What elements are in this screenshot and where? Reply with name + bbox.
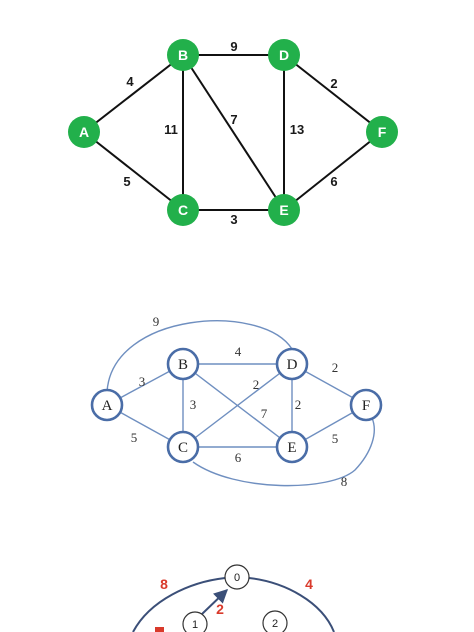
graph-1-weight-d-f: 2 xyxy=(330,76,337,91)
graph-2-weight-a-c: 5 xyxy=(131,430,138,445)
graph-1: 4 5 11 9 7 3 13 2 6 A B C xyxy=(68,39,398,227)
graph-1-weight-b-e: 7 xyxy=(230,112,237,127)
graph-3-node-1: 1 xyxy=(182,611,208,632)
graph-1-weight-c-e: 3 xyxy=(230,212,237,227)
graph-1-node-d-label: D xyxy=(279,47,289,63)
graph-2-weight-a-b: 3 xyxy=(139,374,146,389)
graph-2-node-c: C xyxy=(166,430,200,464)
graph-1-weight-b-d: 9 xyxy=(230,39,237,54)
graph-3: 8 4 2 0 1 2 xyxy=(132,564,335,632)
graph-1-node-f: F xyxy=(366,116,398,148)
graph-1-node-b-label: B xyxy=(178,47,188,63)
graph-1-edge-a-c xyxy=(83,131,184,211)
graph-1-node-a: A xyxy=(68,116,100,148)
graph-2-node-e-label: E xyxy=(287,440,296,456)
graph-2-node-c-label: C xyxy=(178,440,188,456)
graph-2-weight-a-d: 9 xyxy=(153,314,160,329)
graph-2-node-e: E xyxy=(275,430,309,464)
graph-2-node-d: D xyxy=(275,347,309,381)
graph-3-edge-left-arc xyxy=(132,577,226,632)
graph-1-weight-a-b: 4 xyxy=(126,74,134,89)
graph-2-node-a-label: A xyxy=(102,398,113,414)
graph-3-node-1-label: 1 xyxy=(192,619,198,631)
graph-2: 9 3 5 4 3 7 2 2 2 6 5 8 A B C xyxy=(90,314,383,489)
graph-1-edge-b-e xyxy=(182,54,285,211)
graph-2-weight-d-f: 2 xyxy=(332,360,339,375)
graph-2-weight-c-e: 6 xyxy=(235,450,242,465)
graph-1-node-e-label: E xyxy=(279,202,288,218)
graph-3-edge-1-0 xyxy=(201,589,229,615)
graph-2-weight-c-f: 8 xyxy=(341,474,348,489)
graph-1-weight-a-c: 5 xyxy=(123,174,130,189)
graph-1-weight-d-e: 13 xyxy=(290,122,304,137)
graph-1-node-b: B xyxy=(167,39,199,71)
graph-2-node-a: A xyxy=(90,388,124,422)
graph-1-weight-b-c: 11 xyxy=(164,122,178,137)
graph-1-node-c-label: C xyxy=(178,202,188,218)
graph-2-node-f: F xyxy=(349,388,383,422)
graph-2-node-f-label: F xyxy=(362,398,370,414)
graph-2-edge-c-d xyxy=(182,363,293,448)
graph-3-edge-right-arc xyxy=(248,577,335,632)
graph-1-weight-e-f: 6 xyxy=(330,174,337,189)
graph-1-edge-e-f xyxy=(283,131,383,211)
graph-3-node-0: 0 xyxy=(224,564,250,590)
graph-3-node-0-label: 0 xyxy=(234,572,240,584)
graph-3-node-2-label: 2 xyxy=(272,618,278,630)
graph-3-nodes: 0 1 2 xyxy=(182,564,288,632)
graph-1-node-e: E xyxy=(268,194,300,226)
graph-2-weight-b-e: 7 xyxy=(261,406,268,421)
graph-2-weight-b-c: 3 xyxy=(190,397,197,412)
graph-1-edge-d-f xyxy=(283,54,383,133)
graph-1-node-f-label: F xyxy=(378,124,387,140)
graph-2-weights: 9 3 5 4 3 7 2 2 2 6 5 8 xyxy=(131,314,348,489)
graph-2-nodes: A B C D E F xyxy=(90,347,383,464)
graph-2-edge-c-f xyxy=(192,417,375,487)
graph-3-weight-1-0: 2 xyxy=(216,601,224,617)
graph-2-weight-c-d: 2 xyxy=(253,377,260,392)
graph-1-node-a-label: A xyxy=(79,124,89,140)
graph-2-weight-e-f: 5 xyxy=(332,431,339,446)
graph-1-node-d: D xyxy=(268,39,300,71)
graph-3-node-2: 2 xyxy=(262,610,288,632)
graph-2-node-d-label: D xyxy=(287,357,298,373)
graph-2-node-b-label: B xyxy=(178,357,188,373)
graph-2-weight-d-e: 2 xyxy=(295,397,302,412)
graph-3-weight-right: 4 xyxy=(305,576,313,592)
graph-1-nodes: A B C D E F xyxy=(68,39,398,226)
graph-3-weight-partial-left xyxy=(155,627,164,632)
graph-1-weights: 4 5 11 9 7 3 13 2 6 xyxy=(123,39,337,227)
graph-1-edges xyxy=(83,54,383,211)
graph-2-edge-a-d xyxy=(106,320,293,393)
graph-1-node-c: C xyxy=(167,194,199,226)
graph-3-weight-left: 8 xyxy=(160,576,168,592)
graph-3-weights: 8 4 2 xyxy=(155,576,313,632)
graph-1-edge-a-b xyxy=(83,54,184,133)
graph-2-node-b: B xyxy=(166,347,200,381)
graph-2-weight-b-d: 4 xyxy=(235,344,242,359)
